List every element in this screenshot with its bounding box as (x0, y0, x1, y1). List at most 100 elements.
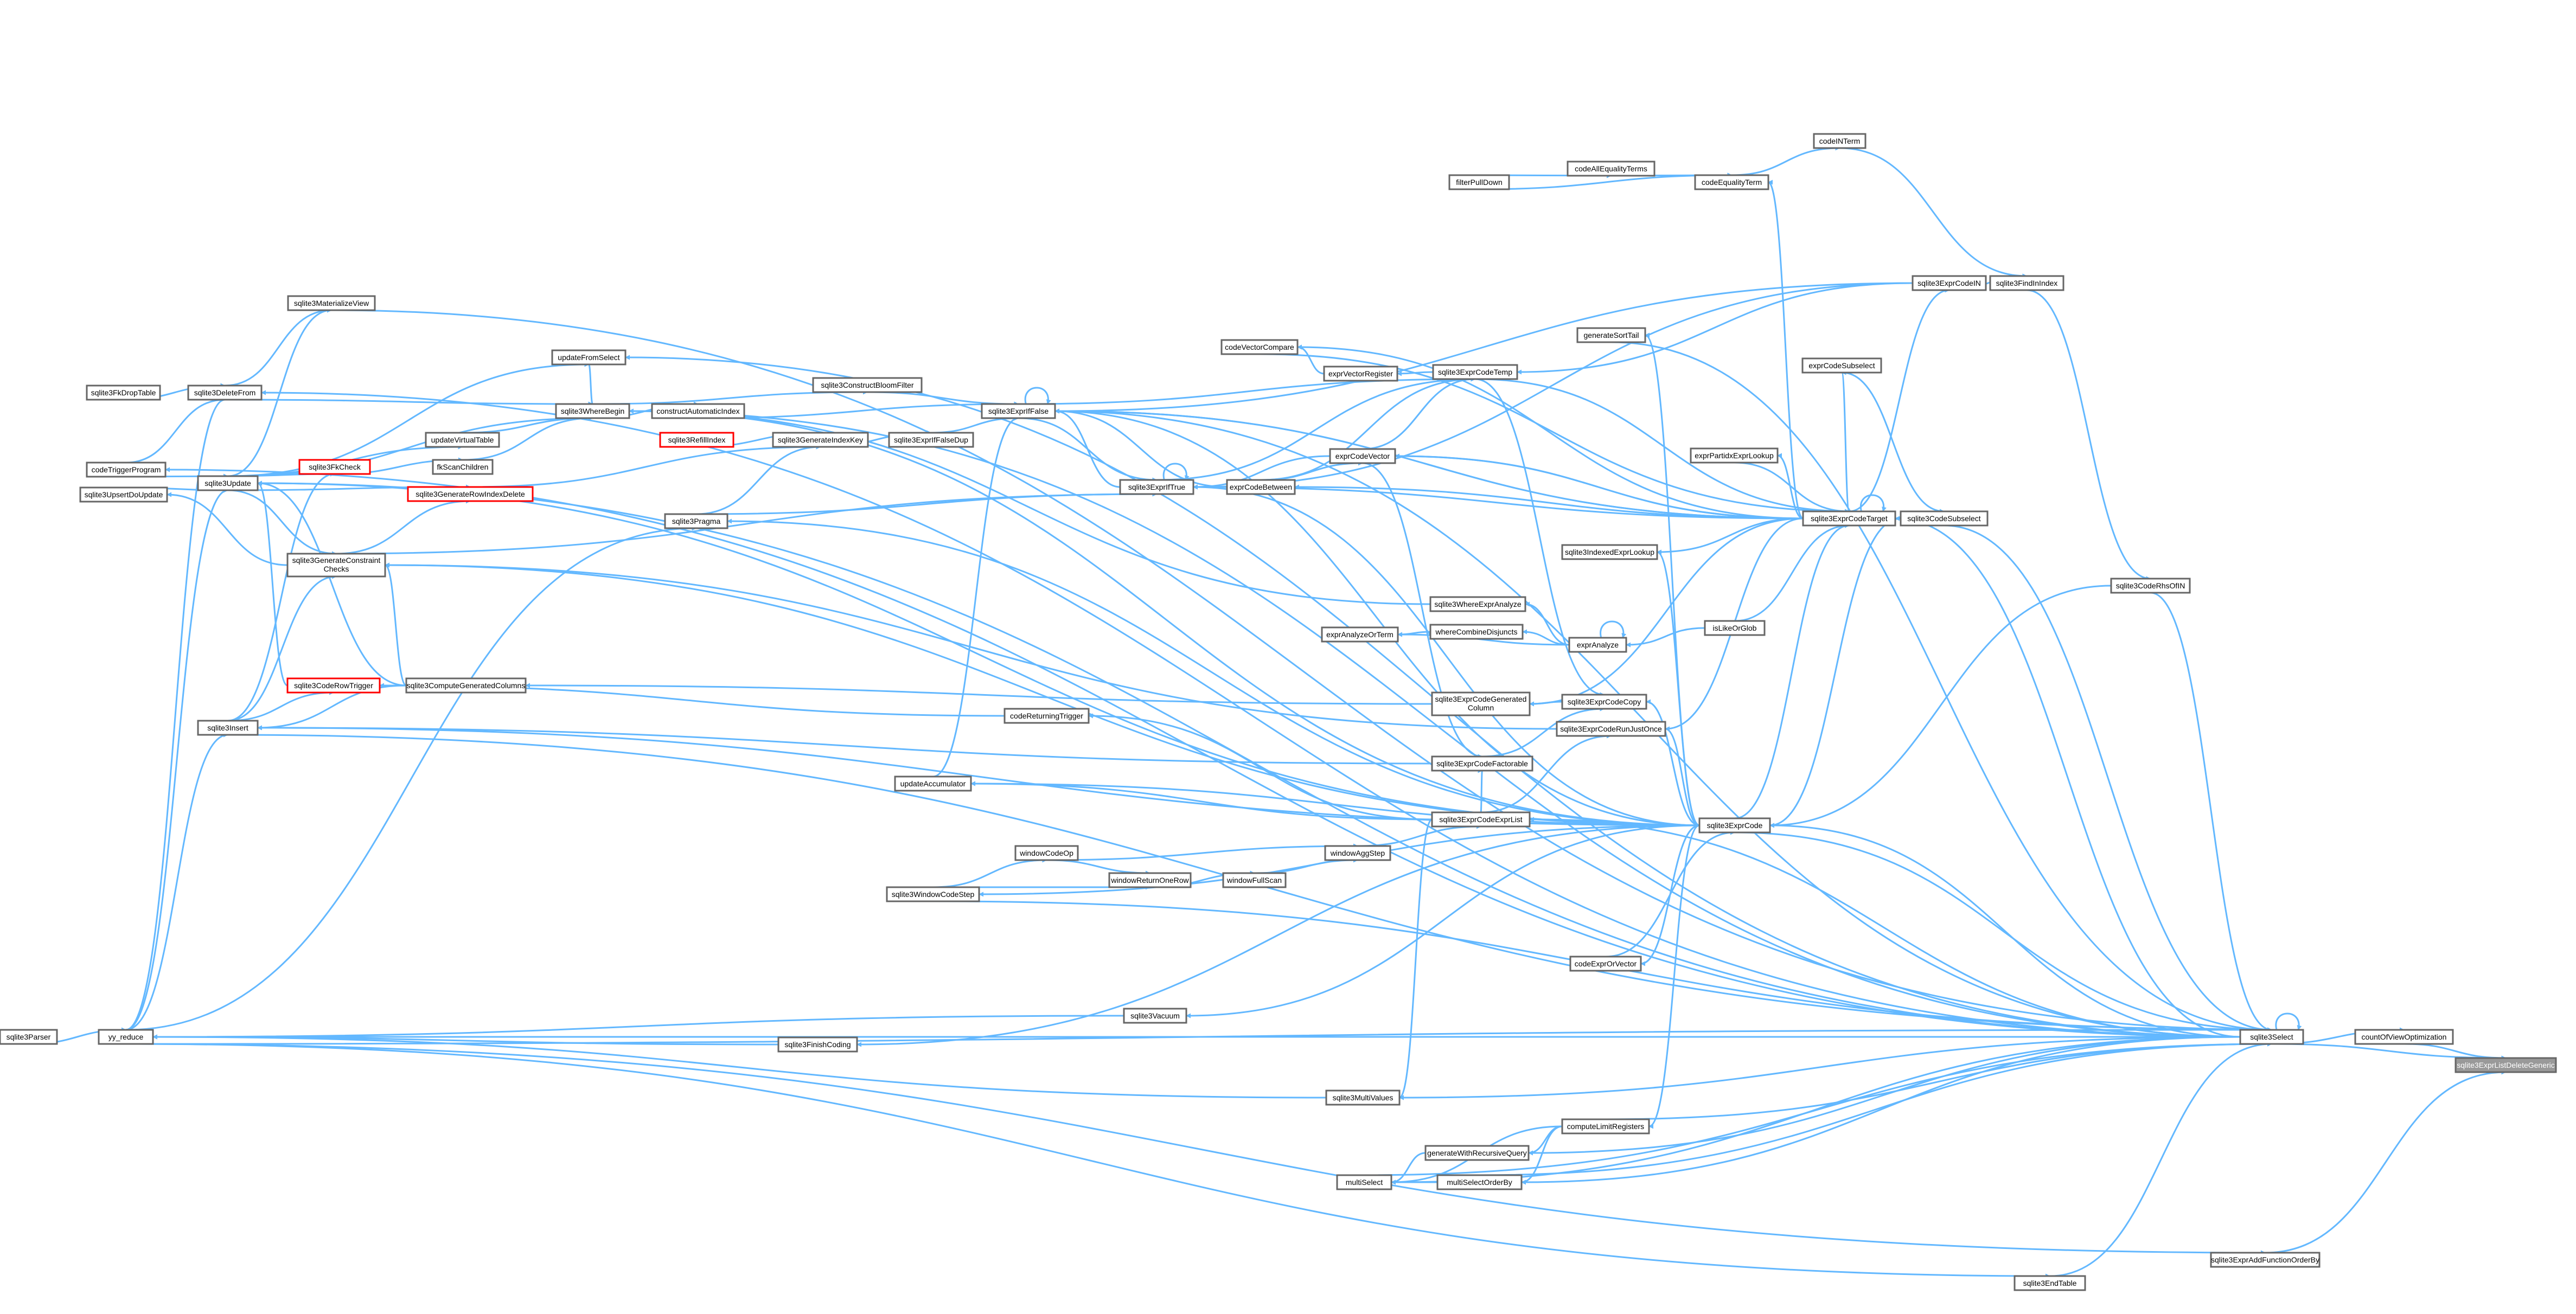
node-sqlite3-parser[interactable]: sqlite3Parser (0, 1029, 58, 1045)
node-box[interactable] (1429, 624, 1524, 640)
node-box[interactable] (1323, 366, 1398, 382)
node-sqlite3-expr-if-false[interactable]: sqlite3ExprIfFalse (981, 403, 1056, 419)
node-expr-partidx-expr-lookup[interactable]: exprPartidxExprLookup (1690, 447, 1779, 464)
node-box[interactable] (1424, 1145, 1530, 1161)
node-generate-sort-tail[interactable]: generateSortTail (1576, 327, 1646, 343)
node-sqlite3-expr-code-temp[interactable]: sqlite3ExprCodeTemp (1432, 364, 1518, 380)
node-code-returning-trigger[interactable]: codeReturningTrigger (1003, 708, 1090, 724)
node-code-all-equality-terms[interactable]: codeAllEqualityTerms (1567, 161, 1655, 177)
node-box[interactable] (1989, 275, 2064, 291)
node-sqlite3-refill-index[interactable]: sqlite3RefillIndex (659, 432, 734, 448)
node-expr-analyze-or-term[interactable]: exprAnalyzeOrTerm (1321, 626, 1399, 643)
node-box[interactable] (2239, 1029, 2304, 1045)
node-compute-limit-registers[interactable]: computeLimitRegisters (1561, 1118, 1650, 1134)
node-box[interactable] (298, 459, 371, 475)
node-box[interactable] (1698, 817, 1771, 834)
node-sqlite3-fk-check[interactable]: sqlite3FkCheck (298, 459, 371, 475)
node-box[interactable] (772, 432, 869, 448)
node-code-interm[interactable]: codeINTerm (1813, 133, 1867, 149)
node-box[interactable] (894, 775, 972, 792)
node-sqlite3-update[interactable]: sqlite3Update (197, 475, 259, 491)
node-box[interactable] (1556, 721, 1666, 737)
node-box[interactable] (1561, 544, 1658, 560)
node-sqlite3-compute-generated-columns[interactable]: sqlite3ComputeGeneratedColumns (405, 677, 527, 694)
node-construct-automatic-index[interactable]: constructAutomaticIndex (651, 403, 745, 419)
node-box[interactable] (1801, 357, 1882, 374)
node-sqlite3-where-expr-analyze[interactable]: sqlite3WhereExprAnalyze (1429, 596, 1526, 612)
node-fk-scan-children[interactable]: fkScanChildren (432, 459, 494, 475)
node-sqlite3-construct-bloom-filter[interactable]: sqlite3ConstructBloomFilter (812, 377, 923, 393)
node-box[interactable] (1436, 1174, 1523, 1190)
node-box[interactable] (2210, 1252, 2321, 1268)
node-box[interactable] (812, 377, 923, 393)
node-box[interactable] (1690, 447, 1779, 464)
node-filter-pull-down[interactable]: filterPullDown (1448, 174, 1510, 190)
node-sqlite3-expr-code-factorable[interactable]: sqlite3ExprCodeFactorable (1431, 755, 1533, 772)
node-box[interactable] (0, 1029, 58, 1045)
node-expr-code-vector[interactable]: exprCodeVector (1329, 448, 1396, 464)
node-is-like-or-glob[interactable]: isLikeOrGlob (1704, 620, 1766, 636)
node-box[interactable] (1431, 811, 1531, 828)
node-sqlite3-expr-if-true[interactable]: sqlite3ExprIfTrue (1119, 479, 1194, 495)
node-sqlite3-expr-list-delete-generic[interactable]: sqlite3ExprListDeleteGeneric (2454, 1057, 2557, 1073)
node-box[interactable] (1325, 1089, 1401, 1106)
node-sqlite3-expr-code-in[interactable]: sqlite3ExprCodeIN (1912, 275, 1987, 291)
node-box[interactable] (981, 403, 1056, 419)
node-box[interactable] (1561, 1118, 1650, 1134)
node-box[interactable] (2110, 578, 2191, 594)
node-box[interactable] (2454, 1057, 2557, 1073)
node-where-combine-disjuncts[interactable]: whereCombineDisjuncts (1429, 624, 1524, 640)
node-box[interactable] (1704, 620, 1766, 636)
node-sqlite3-code-rhs-of-in[interactable]: sqlite3CodeRhsOfIN (2110, 578, 2191, 594)
node-box[interactable] (405, 677, 527, 694)
node-box[interactable] (286, 553, 386, 578)
node-box[interactable] (1561, 694, 1647, 710)
node-sqlite3-expr-code-run-just-once[interactable]: sqlite3ExprCodeRunJustOnce (1556, 721, 1666, 737)
node-sqlite3-window-code-step[interactable]: sqlite3WindowCodeStep (886, 886, 980, 902)
node-window-agg-step[interactable]: windowAggStep (1324, 845, 1391, 861)
node-box[interactable] (777, 1036, 858, 1053)
node-box[interactable] (432, 459, 494, 475)
node-expr-analyze[interactable]: exprAnalyze (1568, 637, 1627, 653)
node-sqlite3-find-in-index[interactable]: sqlite3FindInIndex (1989, 275, 2064, 291)
node-sqlite3-select[interactable]: sqlite3Select (2239, 1029, 2304, 1045)
node-box[interactable] (197, 475, 259, 491)
node-box[interactable] (98, 1029, 154, 1045)
node-box[interactable] (1431, 755, 1533, 772)
node-box[interactable] (1119, 479, 1194, 495)
node-box[interactable] (1336, 1174, 1392, 1190)
node-sqlite3-generate-index-key[interactable]: sqlite3GenerateIndexKey (772, 432, 869, 448)
node-sqlite3-indexed-expr-lookup[interactable]: sqlite3IndexedExprLookup (1561, 544, 1658, 560)
node-update-from-select[interactable]: updateFromSelect (551, 349, 627, 366)
node-generate-with-recursive-query[interactable]: generateWithRecursiveQuery (1424, 1145, 1530, 1161)
node-sqlite3-code-subselect[interactable]: sqlite3CodeSubselect (1900, 510, 1989, 527)
node-box[interactable] (1429, 596, 1526, 612)
node-box[interactable] (1900, 510, 1989, 527)
node-box[interactable] (886, 886, 980, 902)
node-sqlite3-materialize-view[interactable]: sqlite3MaterializeView (287, 295, 376, 311)
node-box[interactable] (1222, 872, 1287, 888)
node-sqlite3-delete-from[interactable]: sqlite3DeleteFrom (187, 384, 263, 401)
node-code-expr-or-vector[interactable]: codeExprOrVector (1569, 956, 1642, 972)
node-expr-code-subselect[interactable]: exprCodeSubselect (1801, 357, 1882, 374)
node-box[interactable] (1694, 174, 1769, 190)
node-expr-vector-register[interactable]: exprVectorRegister (1323, 366, 1398, 382)
node-box[interactable] (555, 403, 630, 419)
node-box[interactable] (425, 432, 500, 448)
node-box[interactable] (79, 486, 168, 503)
node-expr-code-between[interactable]: exprCodeBetween (1226, 479, 1296, 495)
node-box[interactable] (1226, 479, 1296, 495)
node-window-code-op[interactable]: windowCodeOp (1014, 845, 1079, 861)
node-sqlite3-expr-code-copy[interactable]: sqlite3ExprCodeCopy (1561, 694, 1647, 710)
node-code-equality-term[interactable]: codeEqualityTerm (1694, 174, 1769, 190)
node-yy-reduce[interactable]: yy_reduce (98, 1029, 154, 1045)
node-sqlite3-multi-values[interactable]: sqlite3MultiValues (1325, 1089, 1401, 1106)
node-box[interactable] (1108, 872, 1192, 888)
node-code-vector-compare[interactable]: codeVectorCompare (1220, 339, 1299, 355)
node-box[interactable] (1567, 161, 1655, 177)
node-sqlite3-expr-if-false-dup[interactable]: sqlite3ExprIfFalseDup (888, 432, 974, 448)
node-box[interactable] (1321, 626, 1399, 643)
node-update-virtual-table[interactable]: updateVirtualTable (425, 432, 500, 448)
node-sqlite3-finish-coding[interactable]: sqlite3FinishCoding (777, 1036, 858, 1053)
